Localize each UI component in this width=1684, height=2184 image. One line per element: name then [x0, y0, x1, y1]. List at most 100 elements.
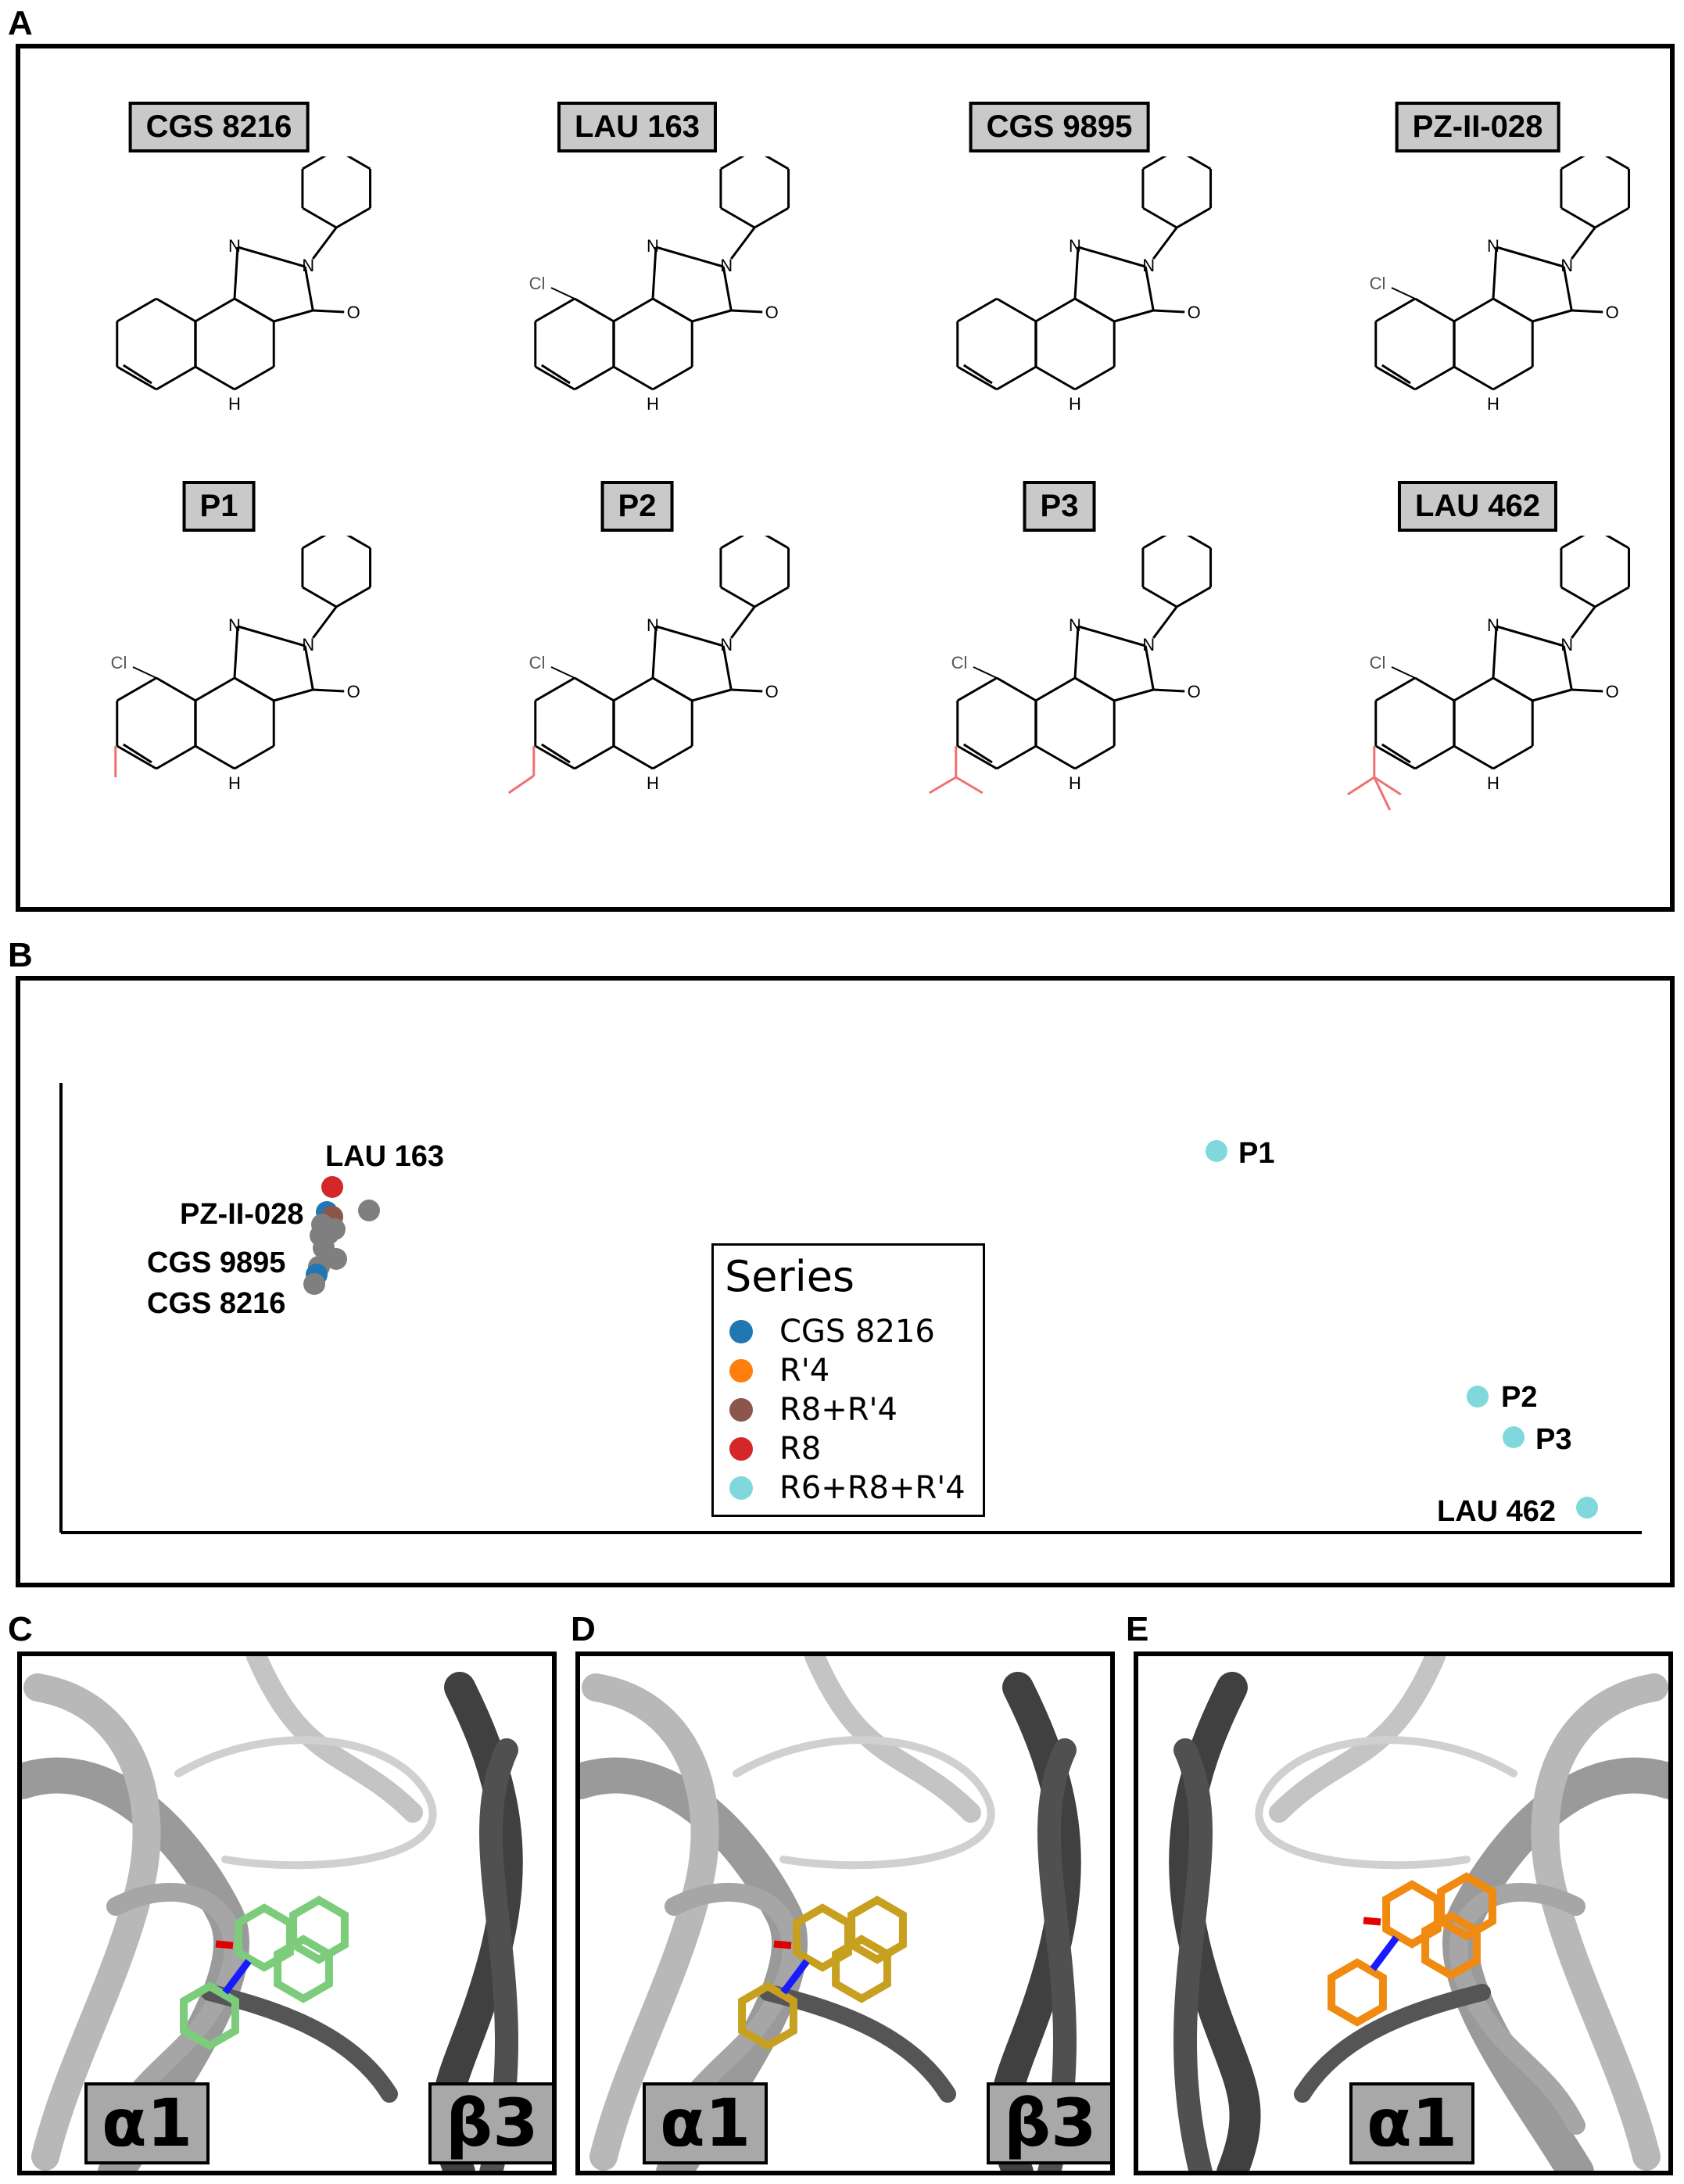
bond: [1604, 156, 1630, 170]
subunit-tag-beta3: β3: [428, 2082, 552, 2164]
nh-label: H: [647, 773, 659, 793]
bond: [195, 297, 235, 323]
nh-label: H: [1069, 773, 1081, 793]
bond: [1562, 266, 1573, 311]
bond: [1496, 246, 1564, 268]
cl-label: Cl: [529, 274, 546, 293]
bond: [1142, 156, 1167, 170]
bond: [1144, 645, 1155, 690]
o-label: O: [1188, 682, 1201, 701]
protein-ribbon: [1255, 1736, 1517, 1870]
docking-view-e: α1: [1134, 1651, 1673, 2175]
panel-letter-a: A: [8, 4, 33, 42]
ligand-oxygen: [215, 1940, 234, 1949]
bond: [1571, 227, 1596, 260]
bond: [156, 676, 196, 702]
ligand-oxygen: [773, 1940, 792, 1949]
bond: [156, 744, 196, 770]
bond: [234, 297, 274, 323]
bond: [233, 246, 239, 299]
compound-label: CGS 8216: [128, 102, 310, 152]
bond: [613, 744, 654, 770]
bond: [730, 606, 756, 639]
bond: [754, 586, 790, 608]
bond: [1153, 309, 1185, 314]
bond: [535, 744, 575, 770]
bond: [1571, 688, 1603, 693]
bond: [195, 365, 235, 391]
compound-label: LAU 462: [1397, 481, 1558, 532]
bond: [720, 586, 755, 608]
bond: [1560, 156, 1585, 170]
bond: [651, 246, 657, 299]
point-label-p1: P1: [1238, 1137, 1275, 1170]
bond: [973, 666, 998, 679]
bond: [535, 676, 575, 702]
bond: [1381, 743, 1411, 764]
bond: [195, 744, 235, 770]
legend-marker: [729, 1437, 753, 1461]
bond: [1532, 688, 1572, 702]
bond: [1391, 666, 1416, 679]
point-label-p2: P2: [1501, 1381, 1538, 1414]
bond: [720, 206, 755, 229]
n-label: N: [720, 635, 733, 654]
protein-ribbon: [1269, 1656, 1446, 1823]
n-label: N: [1487, 615, 1499, 635]
nh-label: H: [1069, 394, 1081, 414]
bond: [1186, 536, 1212, 550]
bond: [540, 364, 571, 385]
bond: [1391, 287, 1416, 299]
bond: [1492, 365, 1533, 391]
bond: [302, 586, 337, 608]
ligand-nitrogen: [780, 1959, 810, 1995]
o-label: O: [765, 682, 779, 701]
bond: [156, 365, 196, 391]
bond: [1560, 586, 1596, 608]
bond: [1152, 227, 1178, 260]
legend-marker: [729, 1398, 753, 1422]
bond: [1153, 688, 1185, 693]
bond: [1594, 206, 1630, 229]
bond: [1375, 365, 1416, 391]
n-label: N: [302, 256, 314, 275]
bond: [1074, 365, 1115, 391]
scatter-point: [303, 1273, 325, 1295]
bond: [957, 676, 998, 702]
bond: [273, 309, 314, 323]
bond: [550, 287, 575, 299]
bond: [1074, 744, 1115, 770]
compound-3: CGS 9895HNNOOMe: [872, 102, 1247, 508]
docking-view-c: α1 β3: [17, 1651, 557, 2175]
compound-label: PZ-II-028: [1395, 102, 1560, 152]
bond: [731, 688, 763, 693]
bond: [996, 676, 1037, 702]
bond: [132, 666, 157, 679]
bond: [1594, 586, 1630, 608]
bond: [313, 688, 345, 693]
compound-8: LAU 462HNNOOMeCl: [1290, 481, 1665, 888]
bond: [957, 365, 998, 391]
bond: [234, 744, 274, 770]
legend-item-r8: R8: [729, 1431, 821, 1467]
bond: [754, 206, 790, 229]
point-label-pzii028: PZ-II-028: [180, 1198, 304, 1231]
bond: [335, 586, 371, 608]
bond: [1453, 365, 1494, 391]
subunit-tag-beta3: β3: [987, 2082, 1110, 2164]
bond: [955, 776, 984, 794]
bond: [1077, 246, 1146, 268]
n-label: N: [647, 236, 659, 256]
bond: [1035, 365, 1076, 391]
bond: [1144, 266, 1155, 311]
o-label: O: [1188, 303, 1201, 322]
bond: [237, 625, 306, 647]
cl-label: Cl: [529, 653, 546, 672]
bond: [1414, 744, 1455, 770]
bond: [652, 744, 693, 770]
bond: [720, 156, 745, 170]
